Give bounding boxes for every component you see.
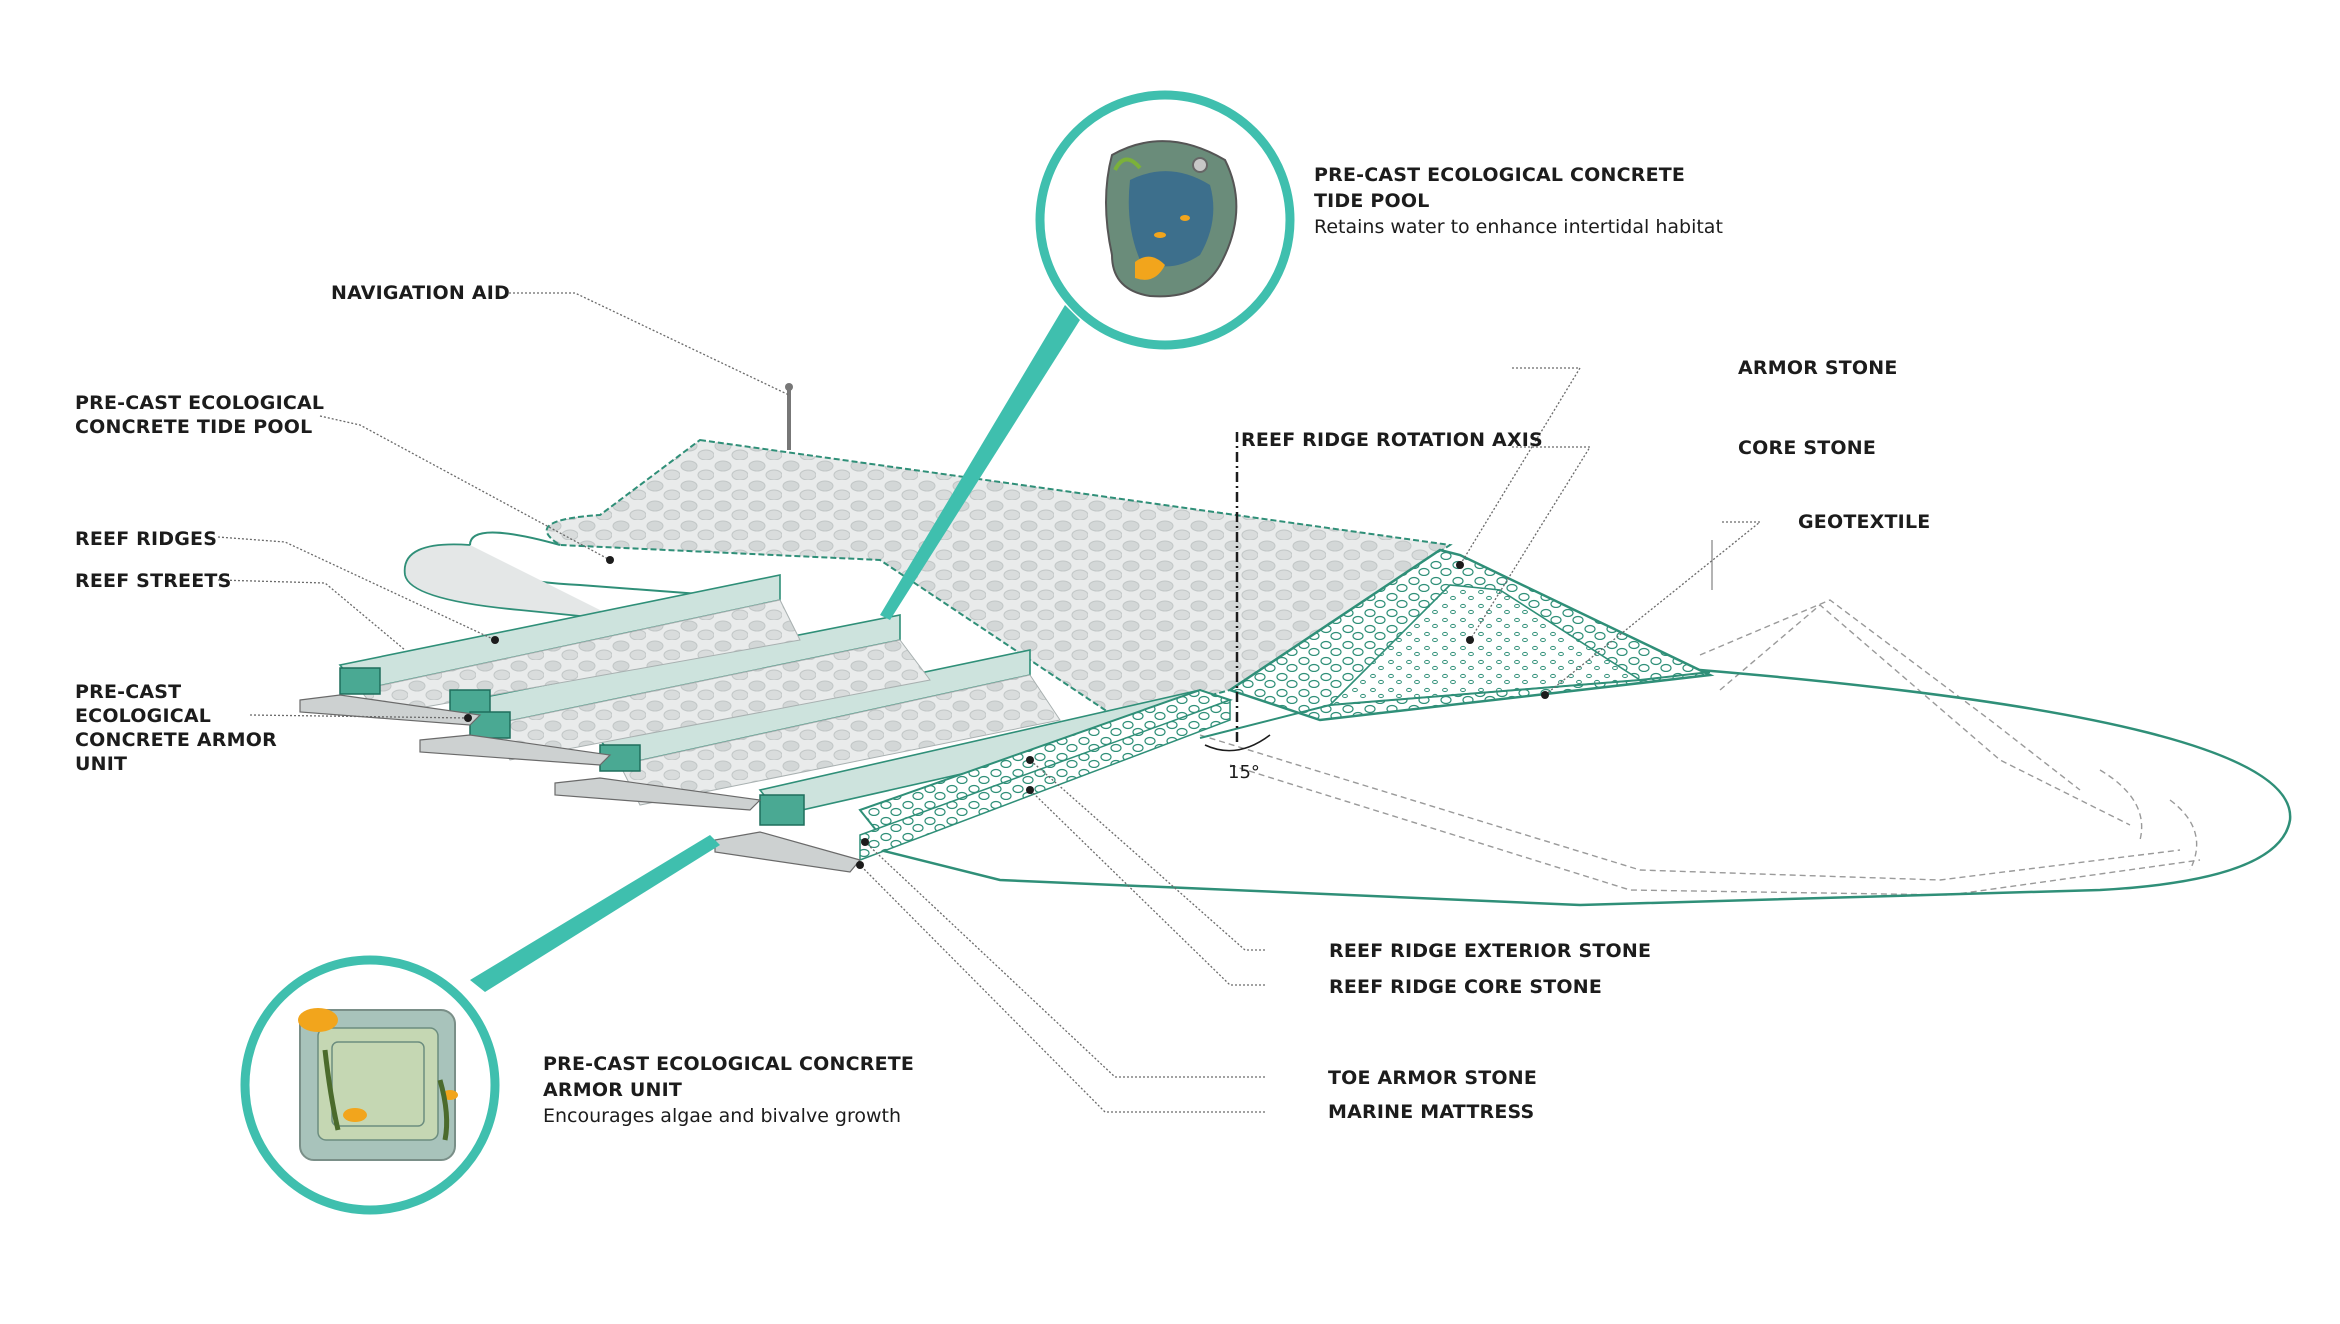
label-ridge-exterior-stone: REEF RIDGE EXTERIOR STONE	[1329, 940, 1652, 962]
label-angle: 15°	[1228, 762, 1260, 783]
label-core-stone: CORE STONE	[1738, 437, 1876, 459]
ghost-outline	[1199, 599, 2201, 896]
marine-mattress-slabs	[299, 694, 862, 873]
label-armor-stone: ARMOR STONE	[1738, 357, 1898, 379]
label-armor-unit-line1: PRE-CAST	[75, 681, 182, 703]
mattress-slab	[554, 777, 762, 811]
tide-pool-callout	[1035, 90, 1295, 350]
armor-unit-title-line2: ARMOR UNIT	[543, 1079, 682, 1101]
leader-dots	[464, 556, 1549, 869]
toe-armor-stone	[859, 698, 1231, 862]
revetment-top	[545, 438, 1453, 722]
label-geotextile: GEOTEXTILE	[1798, 511, 1931, 533]
tide-pool-description: Retains water to enhance intertidal habi…	[1314, 216, 1723, 238]
angle-arc	[1204, 734, 1271, 752]
label-toe-armor-stone: TOE ARMOR STONE	[1328, 1067, 1538, 1089]
armor-unit-callout	[240, 955, 500, 1215]
reef-streets	[359, 599, 1061, 806]
apron-outline	[859, 668, 2292, 907]
mattress-slab	[714, 831, 862, 873]
mattress-slab	[419, 734, 612, 766]
tide-pool-title-line1: PRE-CAST ECOLOGICAL CONCRETE	[1314, 164, 1686, 186]
tide-pool-callout-connector	[880, 305, 1080, 620]
revetment-apron	[403, 543, 621, 621]
armor-unit-callout-connector	[470, 835, 720, 992]
navigation-aid-pole	[785, 383, 793, 450]
label-armor-unit-line2: ECOLOGICAL	[75, 705, 212, 727]
geotextile-line	[1199, 671, 1711, 739]
label-navigation-aid: NAVIGATION AID	[331, 282, 510, 304]
label-tide-pool-line2: CONCRETE TIDE POOL	[75, 416, 313, 438]
armor-unit-title-line1: PRE-CAST ECOLOGICAL CONCRETE	[543, 1053, 915, 1075]
leader-lines	[217, 292, 1762, 1113]
label-reef-streets: REEF STREETS	[75, 570, 232, 592]
tide-pool-title-line2: TIDE POOL	[1314, 190, 1430, 212]
label-armor-unit-line3: CONCRETE ARMOR	[75, 729, 277, 751]
armor-unit-description: Encourages algae and bivalve growth	[543, 1105, 902, 1127]
label-rotation-axis: REEF RIDGE ROTATION AXIS	[1241, 429, 1543, 451]
label-reef-ridges: REEF RIDGES	[75, 528, 218, 550]
armor-unit-blocks	[339, 667, 805, 826]
label-armor-unit-line4: UNIT	[75, 753, 128, 775]
label-tide-pool-line1: PRE-CAST ECOLOGICAL	[75, 392, 325, 414]
label-ridge-core-stone: REEF RIDGE CORE STONE	[1329, 976, 1603, 998]
label-marine-mattress: MARINE MATTRESS	[1328, 1101, 1535, 1123]
